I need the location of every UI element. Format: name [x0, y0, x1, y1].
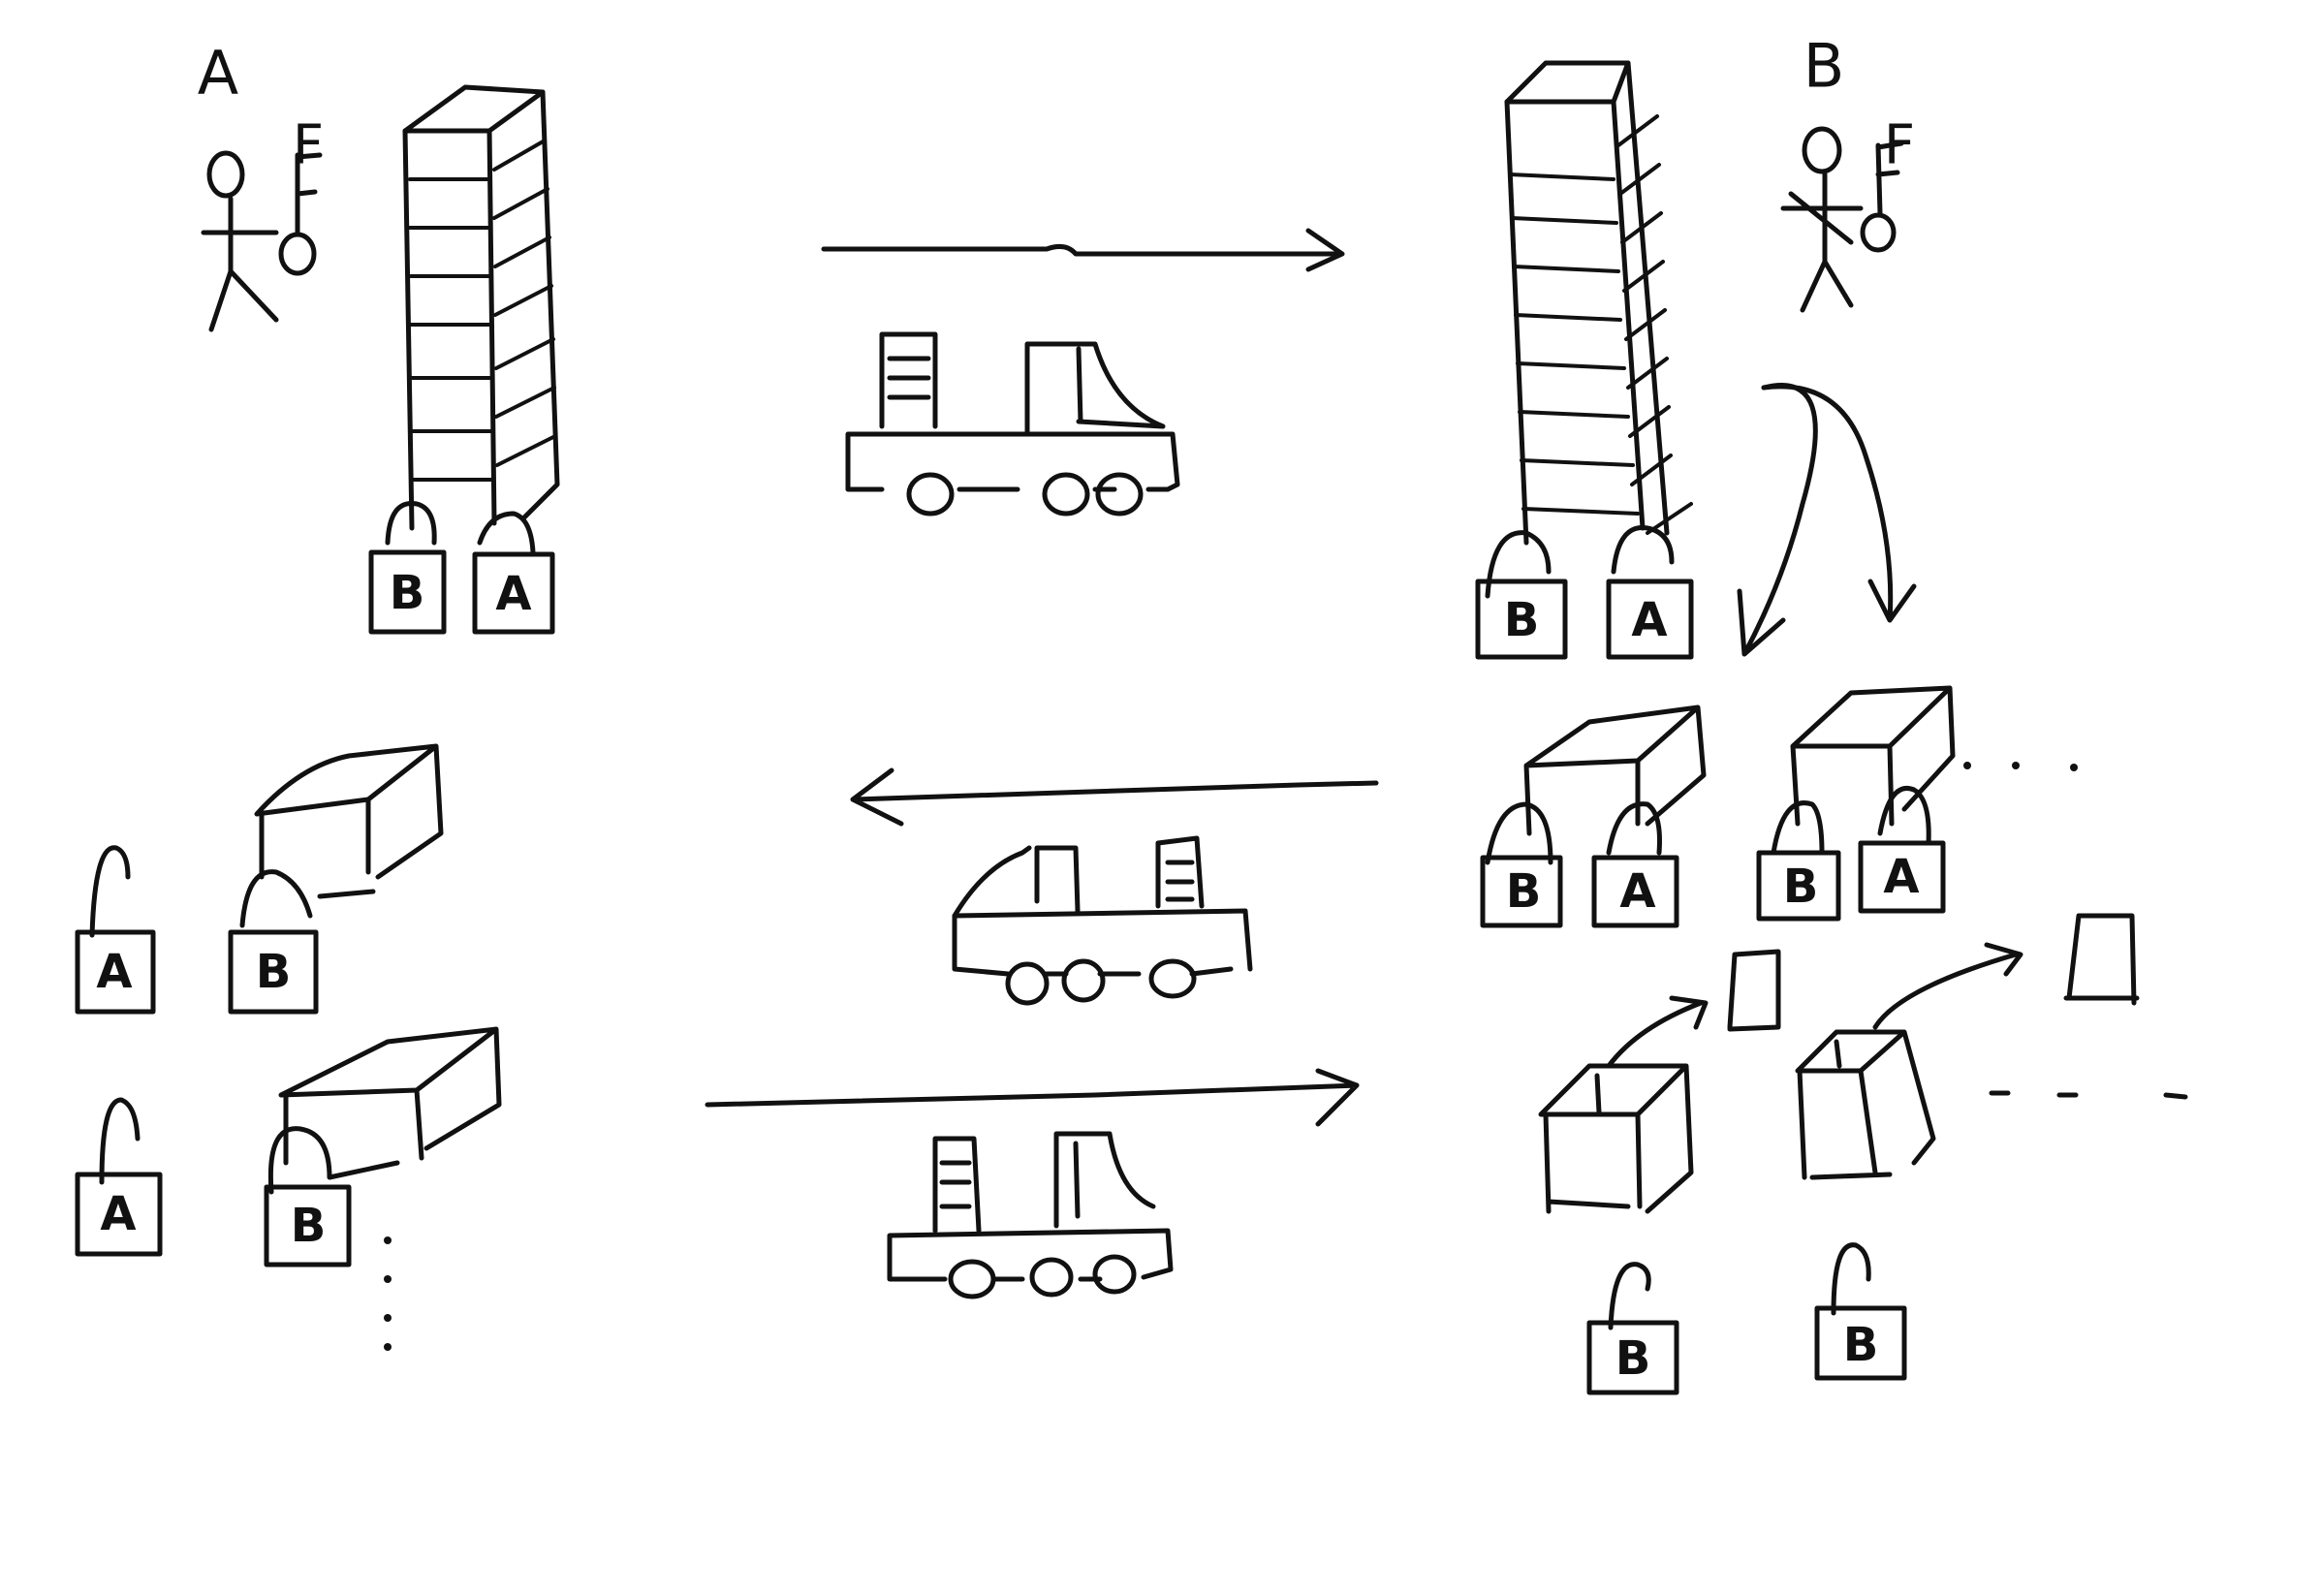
padlock-icon: A — [1606, 525, 1694, 660]
padlock-icon: B — [1756, 800, 1841, 922]
arrow-icon — [850, 767, 1379, 827]
key-icon — [1860, 141, 1904, 253]
truck-icon — [845, 331, 1180, 516]
key-icon — [278, 152, 323, 276]
padlock-icon: B — [1480, 801, 1563, 928]
padlock-icon: A — [472, 511, 555, 635]
padlock-icon: B — [1586, 1262, 1679, 1395]
container-box-a1 — [254, 743, 444, 899]
box-lid-icon — [2063, 913, 2140, 1006]
lock-label: B — [1506, 864, 1542, 919]
ellipsis-icon — [1989, 1090, 2188, 1100]
lock-label: B — [1843, 1318, 1879, 1372]
lock-label: B — [291, 1199, 327, 1253]
lock-label: B — [1615, 1331, 1651, 1386]
person-a-label: A — [198, 38, 238, 109]
lock-label: B — [1504, 593, 1540, 647]
lock-label: A — [1631, 593, 1667, 647]
padlock-icon: B — [228, 869, 319, 1015]
lock-label: B — [390, 566, 425, 620]
person-b: B F — [1780, 31, 1915, 313]
person-b-key-label: F — [1884, 114, 1915, 177]
truck-icon — [952, 835, 1253, 1006]
box-icon — [1795, 1029, 1936, 1180]
padlock-icon: A — [75, 1097, 163, 1257]
padlock-icon: B — [1814, 1242, 1907, 1381]
container-box-b1 — [1523, 704, 1707, 836]
padlock-icon: B — [368, 501, 447, 635]
padlock-icon: A — [75, 845, 156, 1015]
arrow-icon — [821, 228, 1345, 272]
container-stack-b — [1504, 60, 1693, 546]
person-b-label: B — [1803, 31, 1845, 102]
container-stack-a — [402, 84, 560, 531]
box-icon — [1538, 1063, 1694, 1214]
container-box-b2 — [1790, 685, 1956, 827]
person-a-key-label: F — [293, 114, 324, 177]
lock-label: B — [256, 945, 292, 999]
ellipsis-icon — [384, 1236, 392, 1351]
person-a: A F — [198, 38, 324, 332]
padlock-icon: A — [1591, 801, 1679, 928]
lock-label: B — [1783, 860, 1819, 914]
container-box-a2 — [278, 1026, 502, 1166]
lock-label: A — [1883, 850, 1919, 904]
truck-icon — [887, 1131, 1174, 1299]
arrow-icon — [1606, 995, 1709, 1069]
arrow-icon — [1737, 383, 1917, 657]
lock-label: A — [96, 945, 132, 999]
stick-figure-icon — [201, 150, 279, 332]
lock-label: A — [495, 567, 531, 621]
box-lid-icon — [1727, 949, 1781, 1032]
lock-label: A — [1619, 864, 1655, 919]
arrow-icon — [705, 1068, 1360, 1127]
padlock-icon: B — [264, 1126, 400, 1267]
ellipsis-icon — [1963, 762, 2078, 771]
stick-figure-icon — [1780, 126, 1864, 313]
lock-label: A — [100, 1187, 136, 1241]
padlock-icon: B — [1475, 530, 1568, 660]
arrow-icon — [1872, 942, 2023, 1030]
padlock-icon: A — [1858, 786, 1946, 914]
